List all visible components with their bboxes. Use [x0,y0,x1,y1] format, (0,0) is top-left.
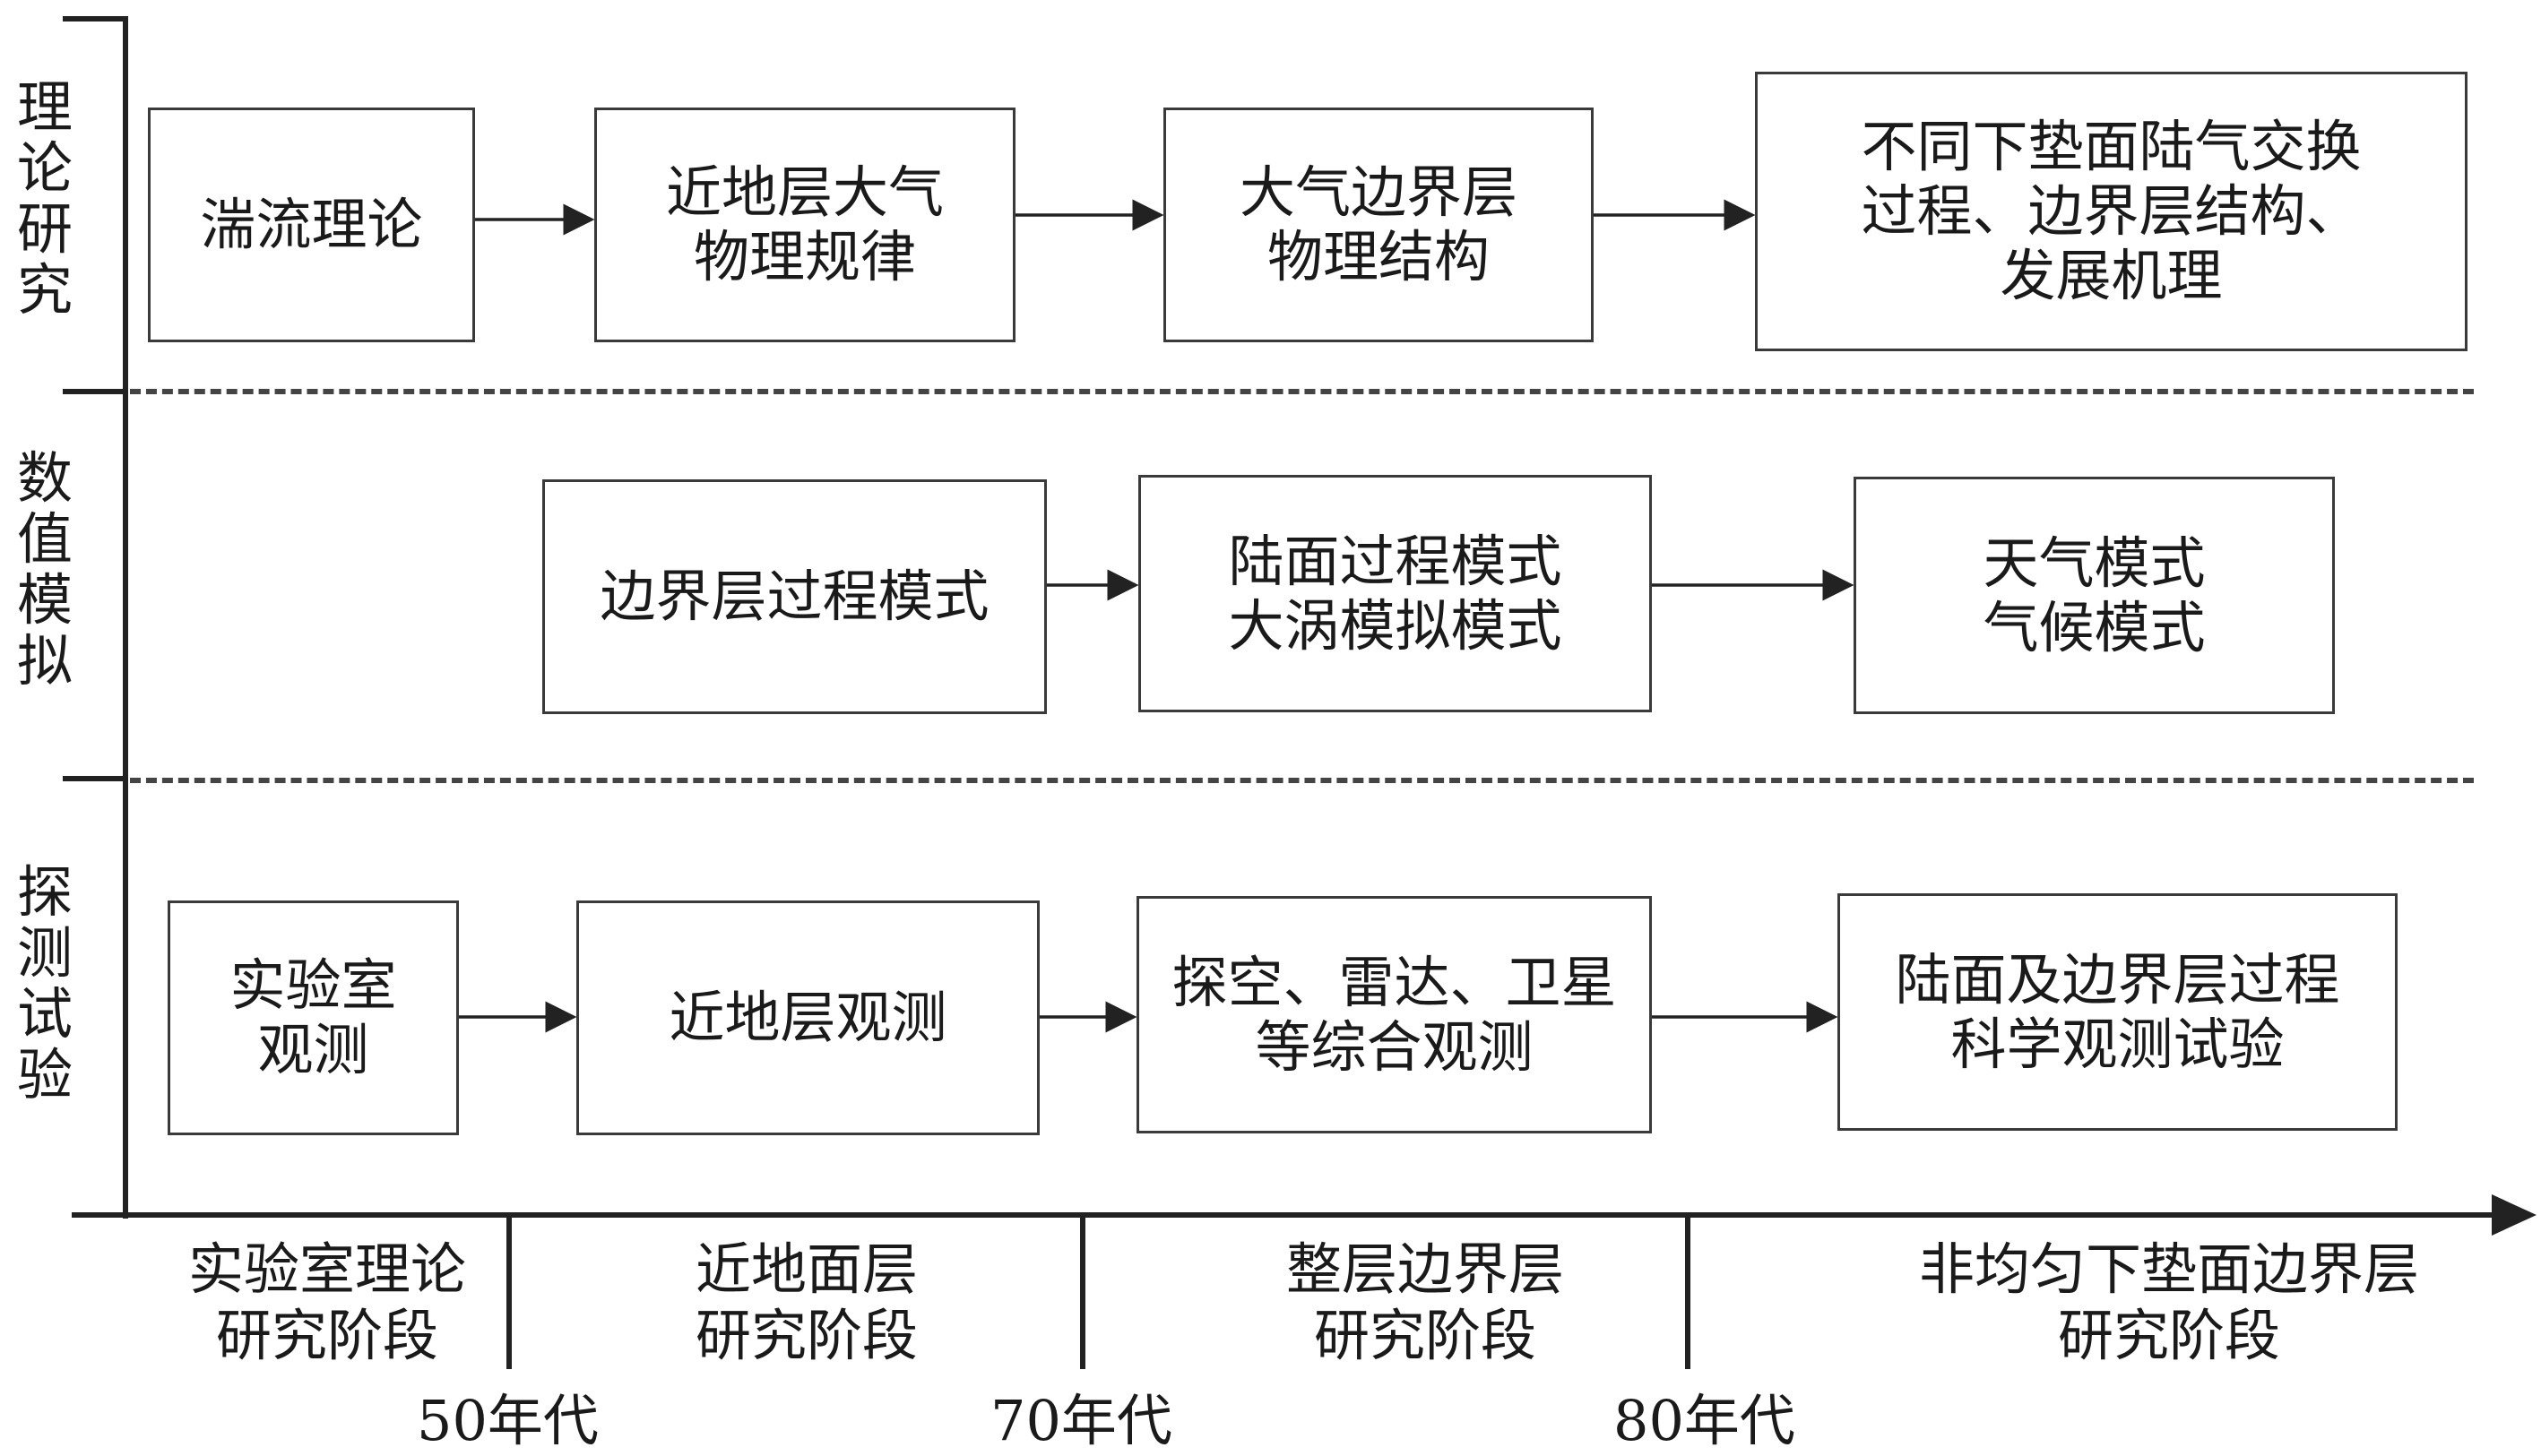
time-axis-arrowhead [2492,1194,2537,1236]
box-weather-climate-model: 天气模式 气候模式 [1854,477,2335,714]
box-label: 边界层过程模式 [600,564,990,629]
box-boundary-layer-model: 边界层过程模式 [542,479,1047,714]
axis-tick-row2 [63,776,125,781]
horizontal-axis [72,1212,2510,1218]
stage-divider-2 [1080,1215,1085,1369]
row-label-theory: 理 论 研 究 [16,74,73,323]
box-boundary-layer-structure: 大气边界层 物理结构 [1163,108,1594,342]
box-label: 实验室 观测 [229,952,397,1082]
stage-divider-3 [1685,1215,1690,1369]
row-separator-2 [130,778,2474,783]
stage-heterogeneous-surface: 非均匀下垫面边界层 研究阶段 [1918,1236,2419,1368]
box-label: 探空、雷达、卫星 等综合观测 [1171,949,1617,1080]
box-label: 大气边界层 物理结构 [1239,159,1517,289]
box-label: 陆面过程模式 大涡模拟模式 [1228,528,1562,659]
box-surface-layer-physics: 近地层大气 物理规律 [594,108,1016,342]
stage-lab-theory: 实验室理论 研究阶段 [187,1236,466,1368]
row-label-observation: 探 测 试 验 [16,859,73,1107]
row-label-numerical-simulation: 数 值 模 拟 [16,445,73,694]
box-label: 天气模式 气候模式 [1983,530,2206,660]
box-label: 陆面及边界层过程 科学观测试验 [1895,946,2340,1077]
box-label: 湍流理论 [200,192,423,257]
box-label: 不同下垫面陆气交换 过程、边界层结构、 发展机理 [1861,114,2362,308]
box-turbulence-theory: 湍流理论 [148,108,475,342]
box-heterogeneous-exchange: 不同下垫面陆气交换 过程、边界层结构、 发展机理 [1755,72,2468,351]
box-surface-layer-observation: 近地层观测 [576,900,1040,1135]
stage-surface-layer: 近地面层 研究阶段 [695,1236,918,1368]
axis-top-tick [63,16,125,22]
decade-1980s: 80年代 [1613,1388,1795,1453]
decade-1950s: 50年代 [417,1388,599,1453]
stage-full-boundary-layer: 整层边界层 研究阶段 [1285,1236,1564,1368]
decade-1970s: 70年代 [990,1388,1172,1453]
row-separator-1 [130,389,2474,394]
box-lab-observation: 实验室 观测 [168,900,459,1135]
box-field-experiment: 陆面及边界层过程 科学观测试验 [1837,893,2398,1131]
box-land-surface-les-model: 陆面过程模式 大涡模拟模式 [1138,475,1652,712]
stage-divider-1 [506,1215,512,1369]
box-label: 近地层大气 物理规律 [665,159,944,289]
box-label: 近地层观测 [669,985,947,1050]
box-integrated-observation: 探空、雷达、卫星 等综合观测 [1137,896,1652,1133]
axis-tick-row1 [63,389,125,394]
vertical-axis [123,16,128,1219]
